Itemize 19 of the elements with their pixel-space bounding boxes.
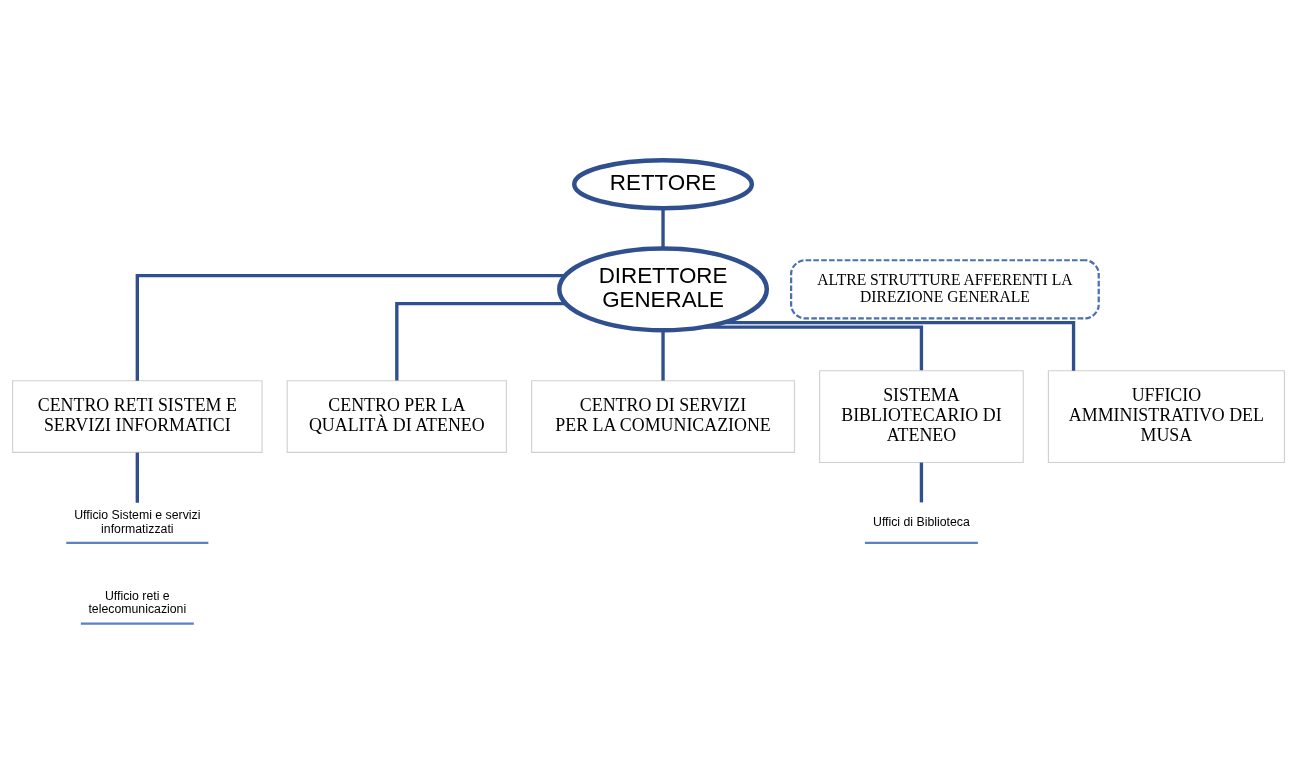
- connector: [724, 320, 1076, 371]
- connector: [704, 324, 924, 370]
- connector: [919, 462, 924, 502]
- node-box: SISTEMA BIBLIOTECARIO DI ATENEO: [819, 369, 1024, 463]
- node-box: CENTRO DI SERVIZI PER LA COMUNICAZIONE: [531, 379, 796, 453]
- connector: [135, 452, 139, 503]
- node-box: CENTRO RETI SISTEM E SERVIZI INFORMATICI: [12, 379, 263, 453]
- node-ellipse: RETTORE: [572, 157, 755, 210]
- node-ellipse: DIRETTORE GENERALE: [557, 245, 770, 332]
- node-box: UFFICIO AMMINISTRATIVO DEL MUSA: [1047, 369, 1285, 463]
- node-box: ALTRE STRUTTURE AFFERENTI LA DIREZIONE GENERALE: [790, 258, 1100, 320]
- node-text: Uffici di Biblioteca: [873, 514, 970, 529]
- connector: [661, 330, 665, 381]
- connector: [661, 207, 665, 248]
- node-box: CENTRO PER LA QUALITÀ DI ATENEO: [286, 379, 507, 453]
- connector: [135, 273, 566, 381]
- node-text: Ufficio Sistemi e servizi informatizzati: [74, 507, 201, 536]
- connector: [395, 301, 566, 381]
- node-text: Ufficio reti e telecomunicazioni: [88, 588, 187, 616]
